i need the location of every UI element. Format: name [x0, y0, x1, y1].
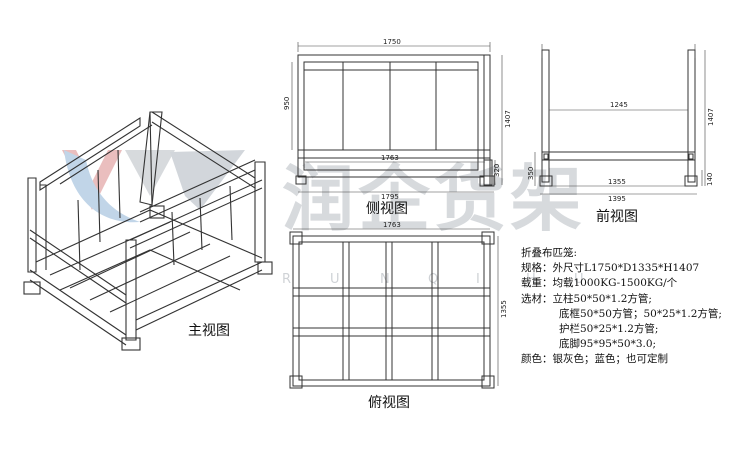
dim-top-width: 1763 [383, 221, 401, 229]
dim-front-base: 1355 [608, 178, 626, 186]
watermark-letter: U [330, 272, 340, 287]
watermark-letter: Q [428, 272, 438, 287]
side-view-drawing [295, 54, 495, 187]
watermark-letter: I [476, 272, 480, 287]
watermark-logo [62, 150, 245, 223]
watermark: 润企货架 R U N Q I H U [62, 150, 586, 287]
watermark-letter: N [380, 272, 390, 287]
watermark-letters: R U N Q I H U [282, 272, 584, 287]
top-view-drawing [289, 231, 495, 389]
spec-load: 载重：均载1000KG-1500KG/个 [521, 277, 678, 290]
front-view-dims [534, 44, 706, 195]
side-view-caption: 侧视图 [366, 201, 408, 217]
main-view-caption: 主视图 [188, 323, 230, 339]
dim-side-width: 1750 [383, 38, 401, 46]
spec-block: 折叠布匹笼: 规格：外尺寸L1750*D1335*H1407 载重：均载1000… [521, 246, 722, 368]
watermark-brand: 润企货架 [282, 157, 586, 241]
front-view-drawing [539, 49, 698, 187]
side-view-dims [291, 42, 503, 193]
top-view-dims [293, 228, 499, 386]
dim-front-inner: 1245 [610, 101, 628, 109]
top-view-caption: 俯视图 [368, 395, 410, 411]
dim-front-foot: 350 [527, 167, 535, 180]
side-view-dim-labels: 1750 950 1407 1763 1795 320 [283, 38, 512, 201]
watermark-letter: H [526, 272, 536, 287]
dim-side-height: 950 [283, 97, 291, 110]
spec-title: 折叠布匹笼: [521, 247, 578, 259]
dim-front-total: 1395 [608, 195, 626, 203]
dim-side-inner: 1763 [381, 154, 399, 162]
top-view-dim-labels: 1763 1355 [383, 221, 508, 318]
dim-top-depth: 1355 [500, 300, 508, 318]
dim-front-height: 1407 [707, 108, 715, 126]
dim-side-total: 1407 [504, 110, 512, 128]
front-view-caption: 前视图 [596, 209, 638, 225]
main-view-drawing [23, 111, 273, 351]
spec-material-1: 选材：立柱50*50*1.2方管; [521, 292, 652, 305]
watermark-letter: U [574, 272, 584, 287]
spec-material-3: 护栏50*25*1.2方管; [559, 322, 659, 335]
spec-color: 颜色：银灰色；蓝色；也可定制 [521, 353, 668, 366]
watermark-letter: R [282, 272, 291, 287]
spec-material-4: 底脚95*95*50*3.0; [559, 338, 657, 351]
dim-front-small: 140 [706, 173, 714, 186]
dim-side-foot: 320 [493, 164, 501, 177]
dim-side-base: 1795 [381, 193, 399, 201]
spec-material-2: 底框50*50方管；50*25*1.2方管; [559, 307, 722, 320]
spec-size: 规格：外尺寸L1750*D1335*H1407 [521, 262, 700, 275]
front-view-dim-labels: 1245 1407 350 1355 1395 140 [527, 101, 715, 203]
